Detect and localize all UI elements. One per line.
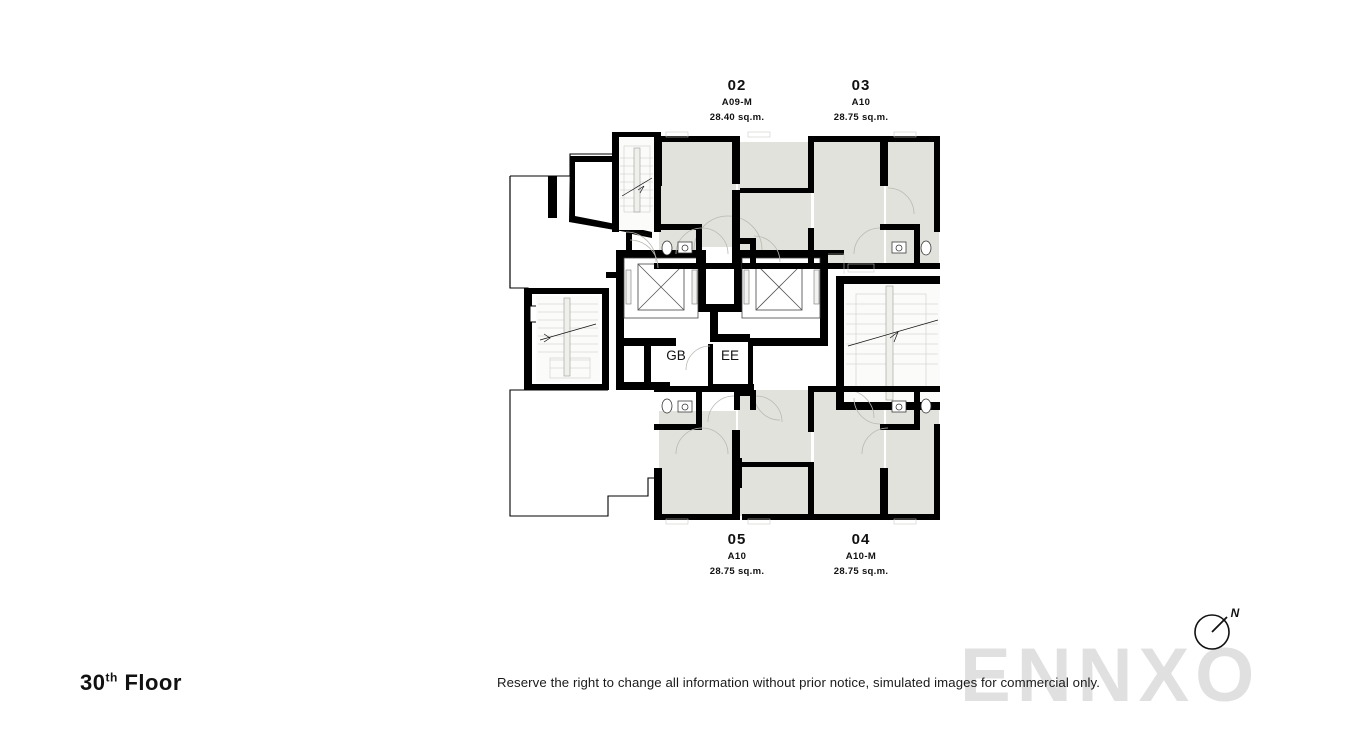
unit-04-type: A10-M [845, 551, 877, 563]
unit-label-02: 02 A09-M 28.40 sq.m. [652, 76, 822, 125]
unit-label-04: 04 A10-M 28.75 sq.m. [776, 530, 946, 579]
unit-05-number: 05 [727, 531, 747, 548]
stairwell-right [828, 276, 940, 419]
unit-02-type: A09-M [721, 97, 753, 109]
compass-circle [1194, 614, 1230, 650]
floor-plan-drawing: .w { fill:#000; } .wl { stroke:#000; fil… [509, 131, 940, 525]
ee-room-label: EE [721, 348, 739, 363]
stairwell-left [536, 296, 600, 382]
unit-04-number: 04 [851, 531, 871, 548]
floor-title: 30th Floor [80, 670, 182, 696]
unit-03-number: 03 [851, 77, 871, 94]
lobby-details [625, 231, 875, 274]
floor-ordinal: th [105, 670, 118, 685]
unit-03-area-text: 28.75 sq.m. [833, 111, 889, 123]
unit-05-type: A10 [727, 551, 747, 563]
floor-number: 30 [80, 670, 106, 695]
unit-02-area-text: 28.40 sq.m. [709, 111, 765, 123]
unit-03-walls [814, 131, 940, 269]
floor-word: Floor [124, 670, 182, 695]
unit-label-05: 05 A10 28.75 sq.m. [652, 530, 822, 579]
disclaimer-text: Reserve the right to change all informat… [497, 675, 1101, 690]
unit-04-walls [814, 386, 940, 525]
unit-04-area-text: 28.75 sq.m. [833, 565, 889, 577]
corridor-top [734, 238, 756, 263]
unit-05-area-text: 28.75 sq.m. [709, 565, 765, 577]
unit-03-type: A10 [851, 97, 871, 109]
gb-room-label: GB [666, 348, 686, 363]
unit-02-walls [654, 131, 886, 269]
stairwell-top [612, 132, 661, 232]
compass-needle [1211, 616, 1228, 633]
unit-05-walls [654, 386, 814, 525]
compass-rose: N [1194, 606, 1240, 650]
compass-north-label: N [1231, 606, 1240, 620]
unit-02-number: 02 [727, 77, 747, 94]
corridor-bottom [707, 390, 783, 488]
unit-label-03: 03 A10 28.75 sq.m. [776, 76, 946, 125]
unit-03-area [814, 142, 939, 269]
